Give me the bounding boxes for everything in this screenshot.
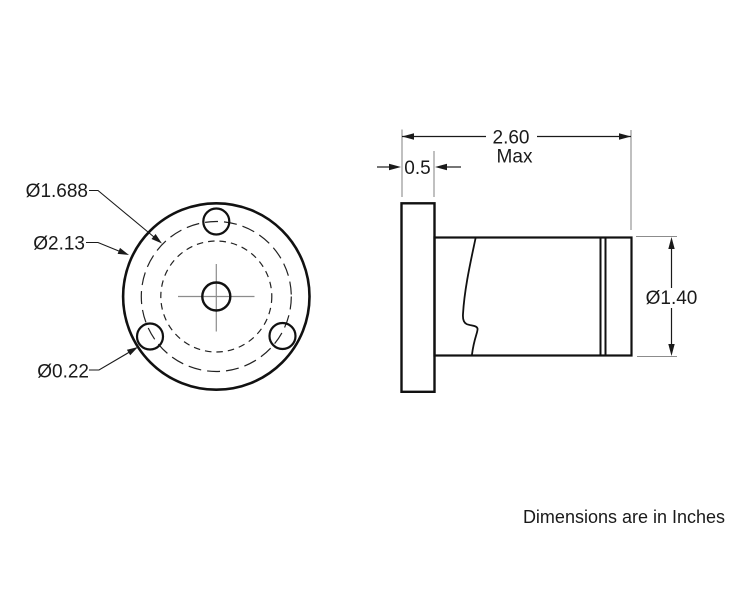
leader-bolt-circle-dia	[89, 189, 162, 244]
overall-length-qualifier: Max	[497, 147, 533, 168]
flange-side-profile	[400, 202, 436, 394]
dimension-body-dia: Ø1.40	[646, 237, 698, 356]
leader-mount-hole-dia	[89, 347, 138, 371]
dimension-flange-thickness: 0.5	[377, 158, 461, 179]
dim-arrowhead-right	[435, 163, 447, 171]
body-dia-label: Ø1.40	[646, 288, 698, 309]
dim-arrowhead-right	[619, 133, 631, 140]
flange-outer-circle	[121, 202, 311, 391]
mount-hole-bottom-left	[135, 322, 165, 351]
extension-lines	[401, 129, 677, 358]
dimension-overall-length: 2.60 Max	[402, 128, 631, 168]
leader-arrowhead	[117, 247, 129, 255]
leader-arrowhead	[126, 347, 138, 356]
hidden-body-circle	[160, 240, 273, 353]
footer-note: Dimensions are in Inches	[523, 507, 725, 527]
overall-length-label: 2.60	[493, 128, 530, 149]
flange-thickness-label: 0.5	[404, 158, 430, 179]
mount-hole-dia-label: Ø0.22	[37, 362, 89, 383]
dim-arrowhead-top	[668, 237, 675, 249]
mount-hole-top	[202, 207, 231, 236]
front-view: Ø1.688 Ø2.13 Ø0.22	[26, 181, 311, 391]
side-view: 2.60 Max 0.5 Ø1.40	[377, 128, 698, 394]
flange-od-label: Ø2.13	[33, 234, 85, 255]
center-hole-circle	[201, 281, 232, 312]
mount-hole-bottom-right	[268, 321, 297, 351]
bolt-circle	[140, 220, 292, 373]
leader-arrowhead	[151, 234, 162, 244]
body-contour-line	[462, 237, 479, 356]
bolt-circle-dia-label: Ø1.688	[26, 181, 88, 202]
body-side-profile	[433, 236, 633, 357]
leader-flange-od	[86, 241, 129, 255]
dim-arrowhead-left	[389, 163, 401, 171]
dim-arrowhead-bottom	[668, 344, 675, 356]
dim-arrowhead-left	[402, 133, 414, 140]
